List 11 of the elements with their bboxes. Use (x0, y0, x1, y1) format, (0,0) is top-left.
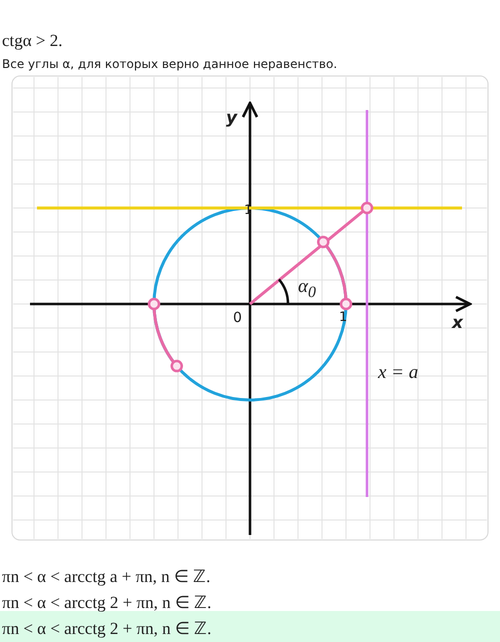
answer-option: πn < α < arcctg 2 + πn, n ∈ ℤ. (2, 592, 212, 613)
line-equation: x = a (378, 362, 418, 384)
origin-label: 0 (233, 310, 242, 326)
axis-label: y (226, 108, 238, 128)
tick-label: 1 (244, 203, 252, 218)
angle-label: α$_{0}$ (298, 276, 316, 302)
answer-option: πn < α < arcctg 2 + πn, n ∈ ℤ. (2, 618, 212, 639)
inequality-text: ctgα > 2. (2, 31, 63, 51)
answer-option: πn < α < arcctg a + πn, n ∈ ℤ. (2, 566, 210, 587)
axis-label: x (452, 313, 463, 333)
question-text: Все углы α, для которых верно данное неравенство. (2, 57, 338, 71)
